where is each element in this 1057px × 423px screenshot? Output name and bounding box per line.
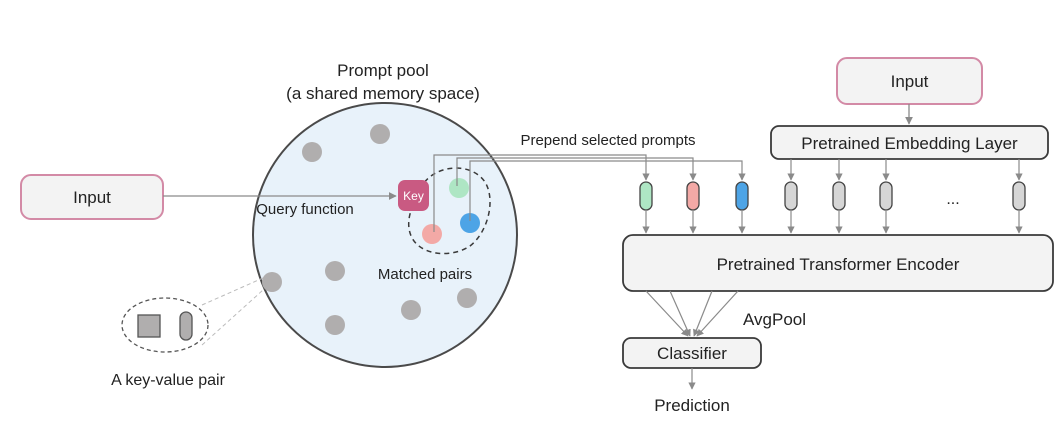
prepend-connector-blue (469, 160, 746, 221)
prompt-pool-title: Prompt pool (337, 61, 429, 80)
key-box (398, 180, 429, 211)
kv-pair-outline (121, 297, 209, 353)
input-token (784, 181, 798, 211)
kv-zoom-line (201, 289, 264, 346)
prompt-dot (401, 300, 421, 320)
matched-prompt-green (449, 178, 469, 198)
kv-zoom-line (201, 277, 264, 306)
prompt-dot (325, 261, 345, 281)
prompt-dot (370, 124, 390, 144)
input-token (1012, 181, 1026, 211)
transformer-encoder-label: Pretrained Transformer Encoder (717, 255, 960, 274)
avgpool-arrow (669, 290, 691, 337)
prepend-label: Prepend selected prompts (520, 132, 695, 149)
matched-pairs-outline (408, 167, 491, 255)
embedding-layer-label: Pretrained Embedding Layer (801, 134, 1018, 153)
key-label: Key (403, 189, 424, 203)
query-function-label: Query function (256, 201, 354, 218)
avgpool-arrow (696, 290, 739, 337)
left-input-label: Input (73, 188, 111, 207)
matched-prompt-pink (422, 224, 442, 244)
transformer-encoder-box (622, 234, 1054, 292)
classifier-label: Classifier (657, 344, 727, 363)
matched-pairs-label: Matched pairs (378, 266, 472, 283)
prediction-label: Prediction (654, 396, 730, 415)
prepend-connector-pink (433, 154, 650, 232)
prompt-dot (457, 288, 477, 308)
input-token (832, 181, 846, 211)
prompt-pool-subtitle: (a shared memory space) (286, 84, 480, 103)
key-square-icon (137, 314, 161, 338)
input-token (879, 181, 893, 211)
prompt-token-pink (686, 181, 700, 211)
avgpool-arrow (693, 290, 713, 337)
right-input-label: Input (891, 72, 929, 91)
prompt-token-green (639, 181, 653, 211)
prompt-dot (325, 315, 345, 335)
prompt-dot (262, 272, 282, 292)
kv-pair-label: A key-value pair (111, 372, 226, 389)
embedding-layer-box (770, 125, 1049, 160)
left-input-box (20, 174, 164, 220)
prepend-connector-green (456, 157, 697, 186)
matched-prompt-blue (460, 213, 480, 233)
prompt-token-blue (735, 181, 749, 211)
token-ellipsis: ... (946, 191, 959, 208)
value-pill-icon (179, 311, 193, 341)
avgpool-label: AvgPool (743, 310, 806, 329)
avgpool-arrow (645, 290, 689, 337)
prompt-dot (302, 142, 322, 162)
